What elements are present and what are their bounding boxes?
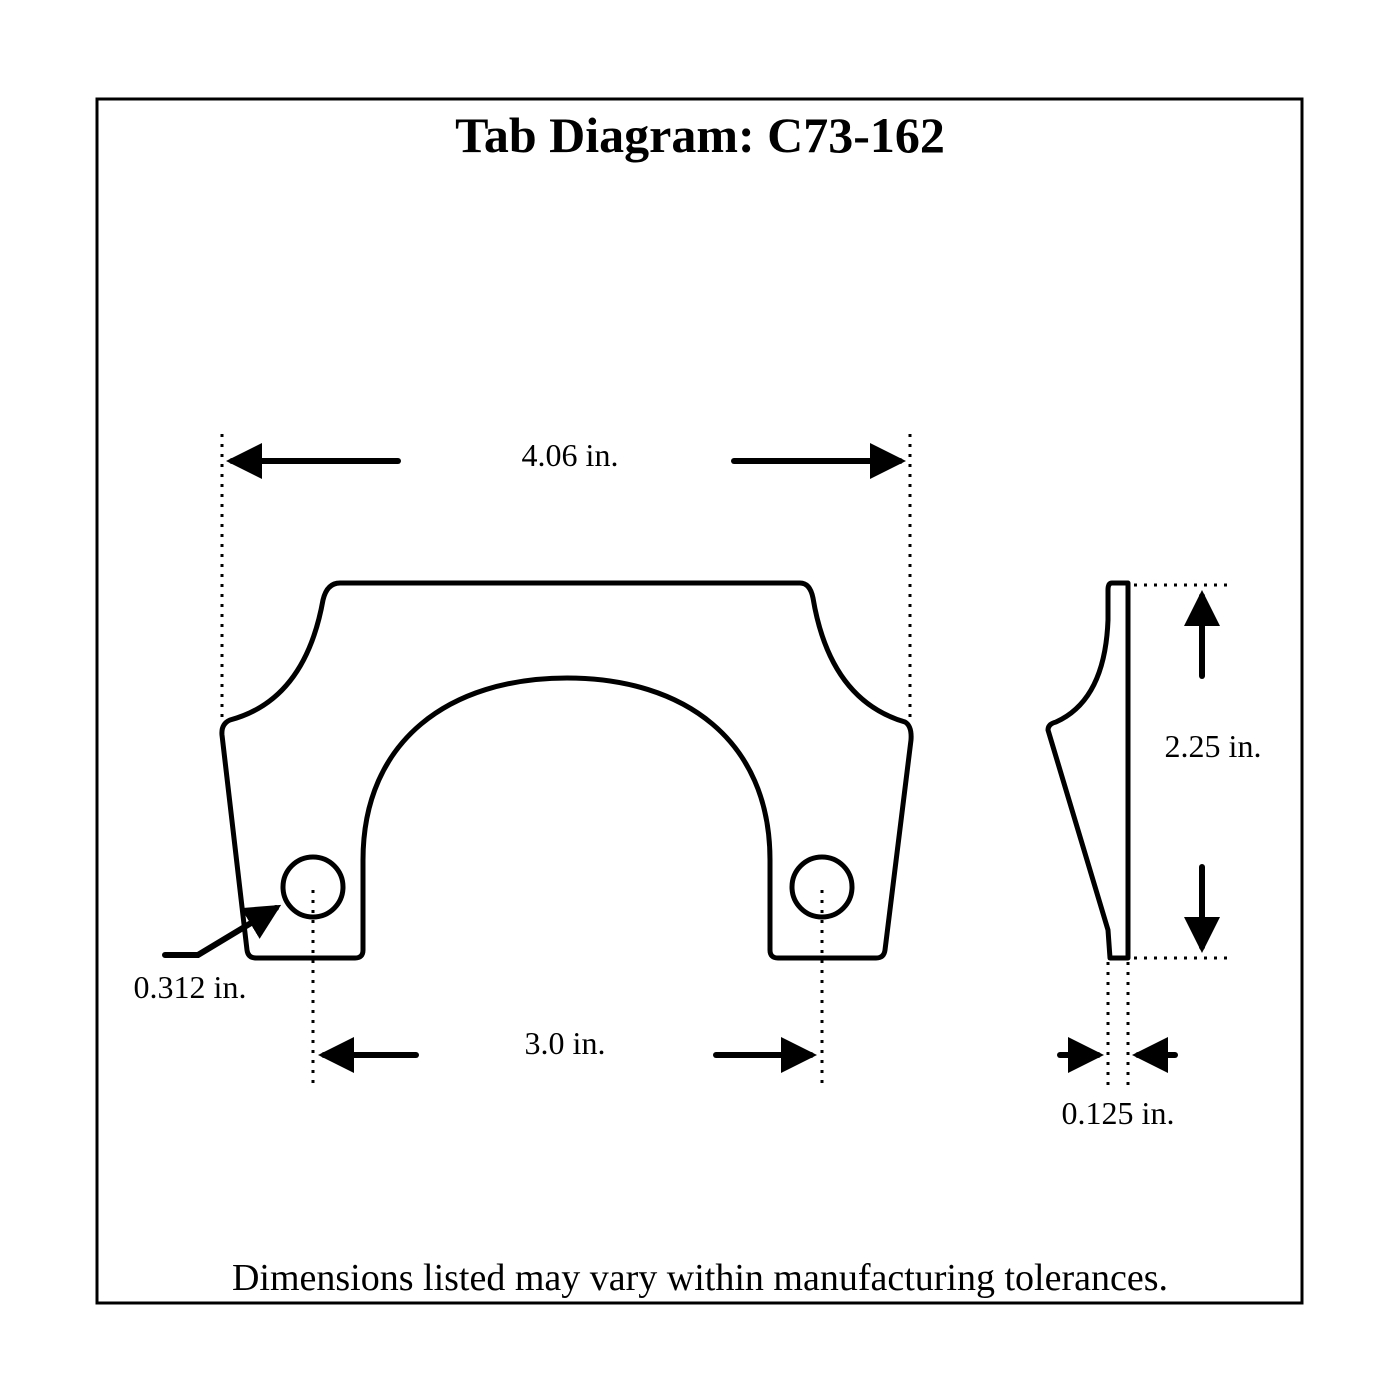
diagram-border bbox=[95, 97, 1304, 1305]
tolerance-note: Dimensions listed may vary within manufa… bbox=[232, 1257, 1168, 1299]
tab-side-outline bbox=[1045, 580, 1131, 961]
overall-width-label: 4.06 in. bbox=[522, 437, 619, 473]
mounting-hole-left bbox=[280, 854, 346, 920]
tab-front-outline bbox=[219, 580, 914, 961]
hole-leader-arrow bbox=[162, 904, 282, 958]
height-label: 2.25 in. bbox=[1165, 728, 1262, 764]
hole-spacing-label: 3.0 in. bbox=[525, 1025, 606, 1061]
hole-diameter-label: 0.312 in. bbox=[134, 969, 247, 1005]
mounting-hole-right bbox=[789, 854, 855, 920]
diagram-title: Tab Diagram: C73-162 bbox=[455, 107, 945, 163]
thickness-label: 0.125 in. bbox=[1062, 1095, 1175, 1131]
